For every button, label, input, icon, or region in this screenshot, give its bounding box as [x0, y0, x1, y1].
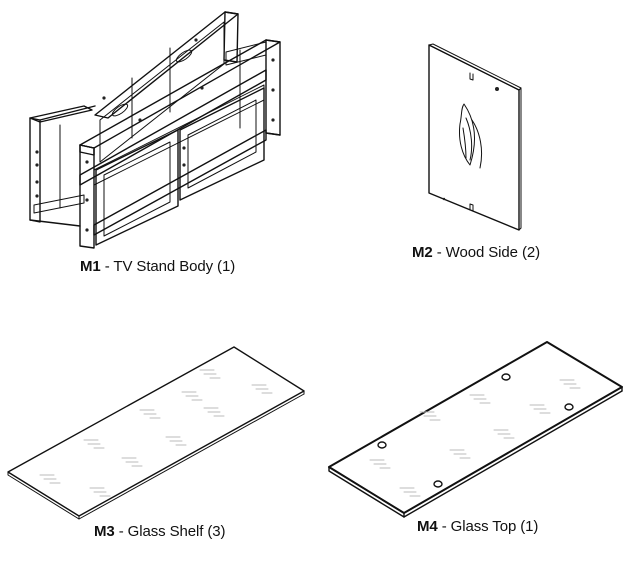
glass-shelf-drawing: [7, 346, 305, 520]
part-name: - Wood Side (2): [432, 244, 540, 261]
glass-top-mounting-holes: [377, 373, 574, 488]
part-code: M1: [80, 258, 101, 275]
part-name: - TV Stand Body (1): [100, 258, 236, 275]
part-code: M4: [417, 518, 438, 535]
wood-side-drawing: [428, 43, 522, 231]
tv-stand-hardware-dots: [35, 38, 275, 232]
caption-m4: M4 - Glass Top (1): [417, 518, 538, 535]
tv-stand-body-drawing: [29, 11, 281, 249]
caption-m3: M3 - Glass Shelf (3): [94, 523, 225, 540]
caption-m2: M2 - Wood Side (2): [412, 244, 540, 261]
part-name: - Glass Top (1): [437, 518, 539, 535]
caption-m1: M1 - TV Stand Body (1): [80, 258, 235, 275]
part-code: M2: [412, 244, 433, 261]
part-name: - Glass Shelf (3): [114, 523, 226, 540]
part-code: M3: [94, 523, 115, 540]
glass-top-drawing: [328, 341, 623, 518]
